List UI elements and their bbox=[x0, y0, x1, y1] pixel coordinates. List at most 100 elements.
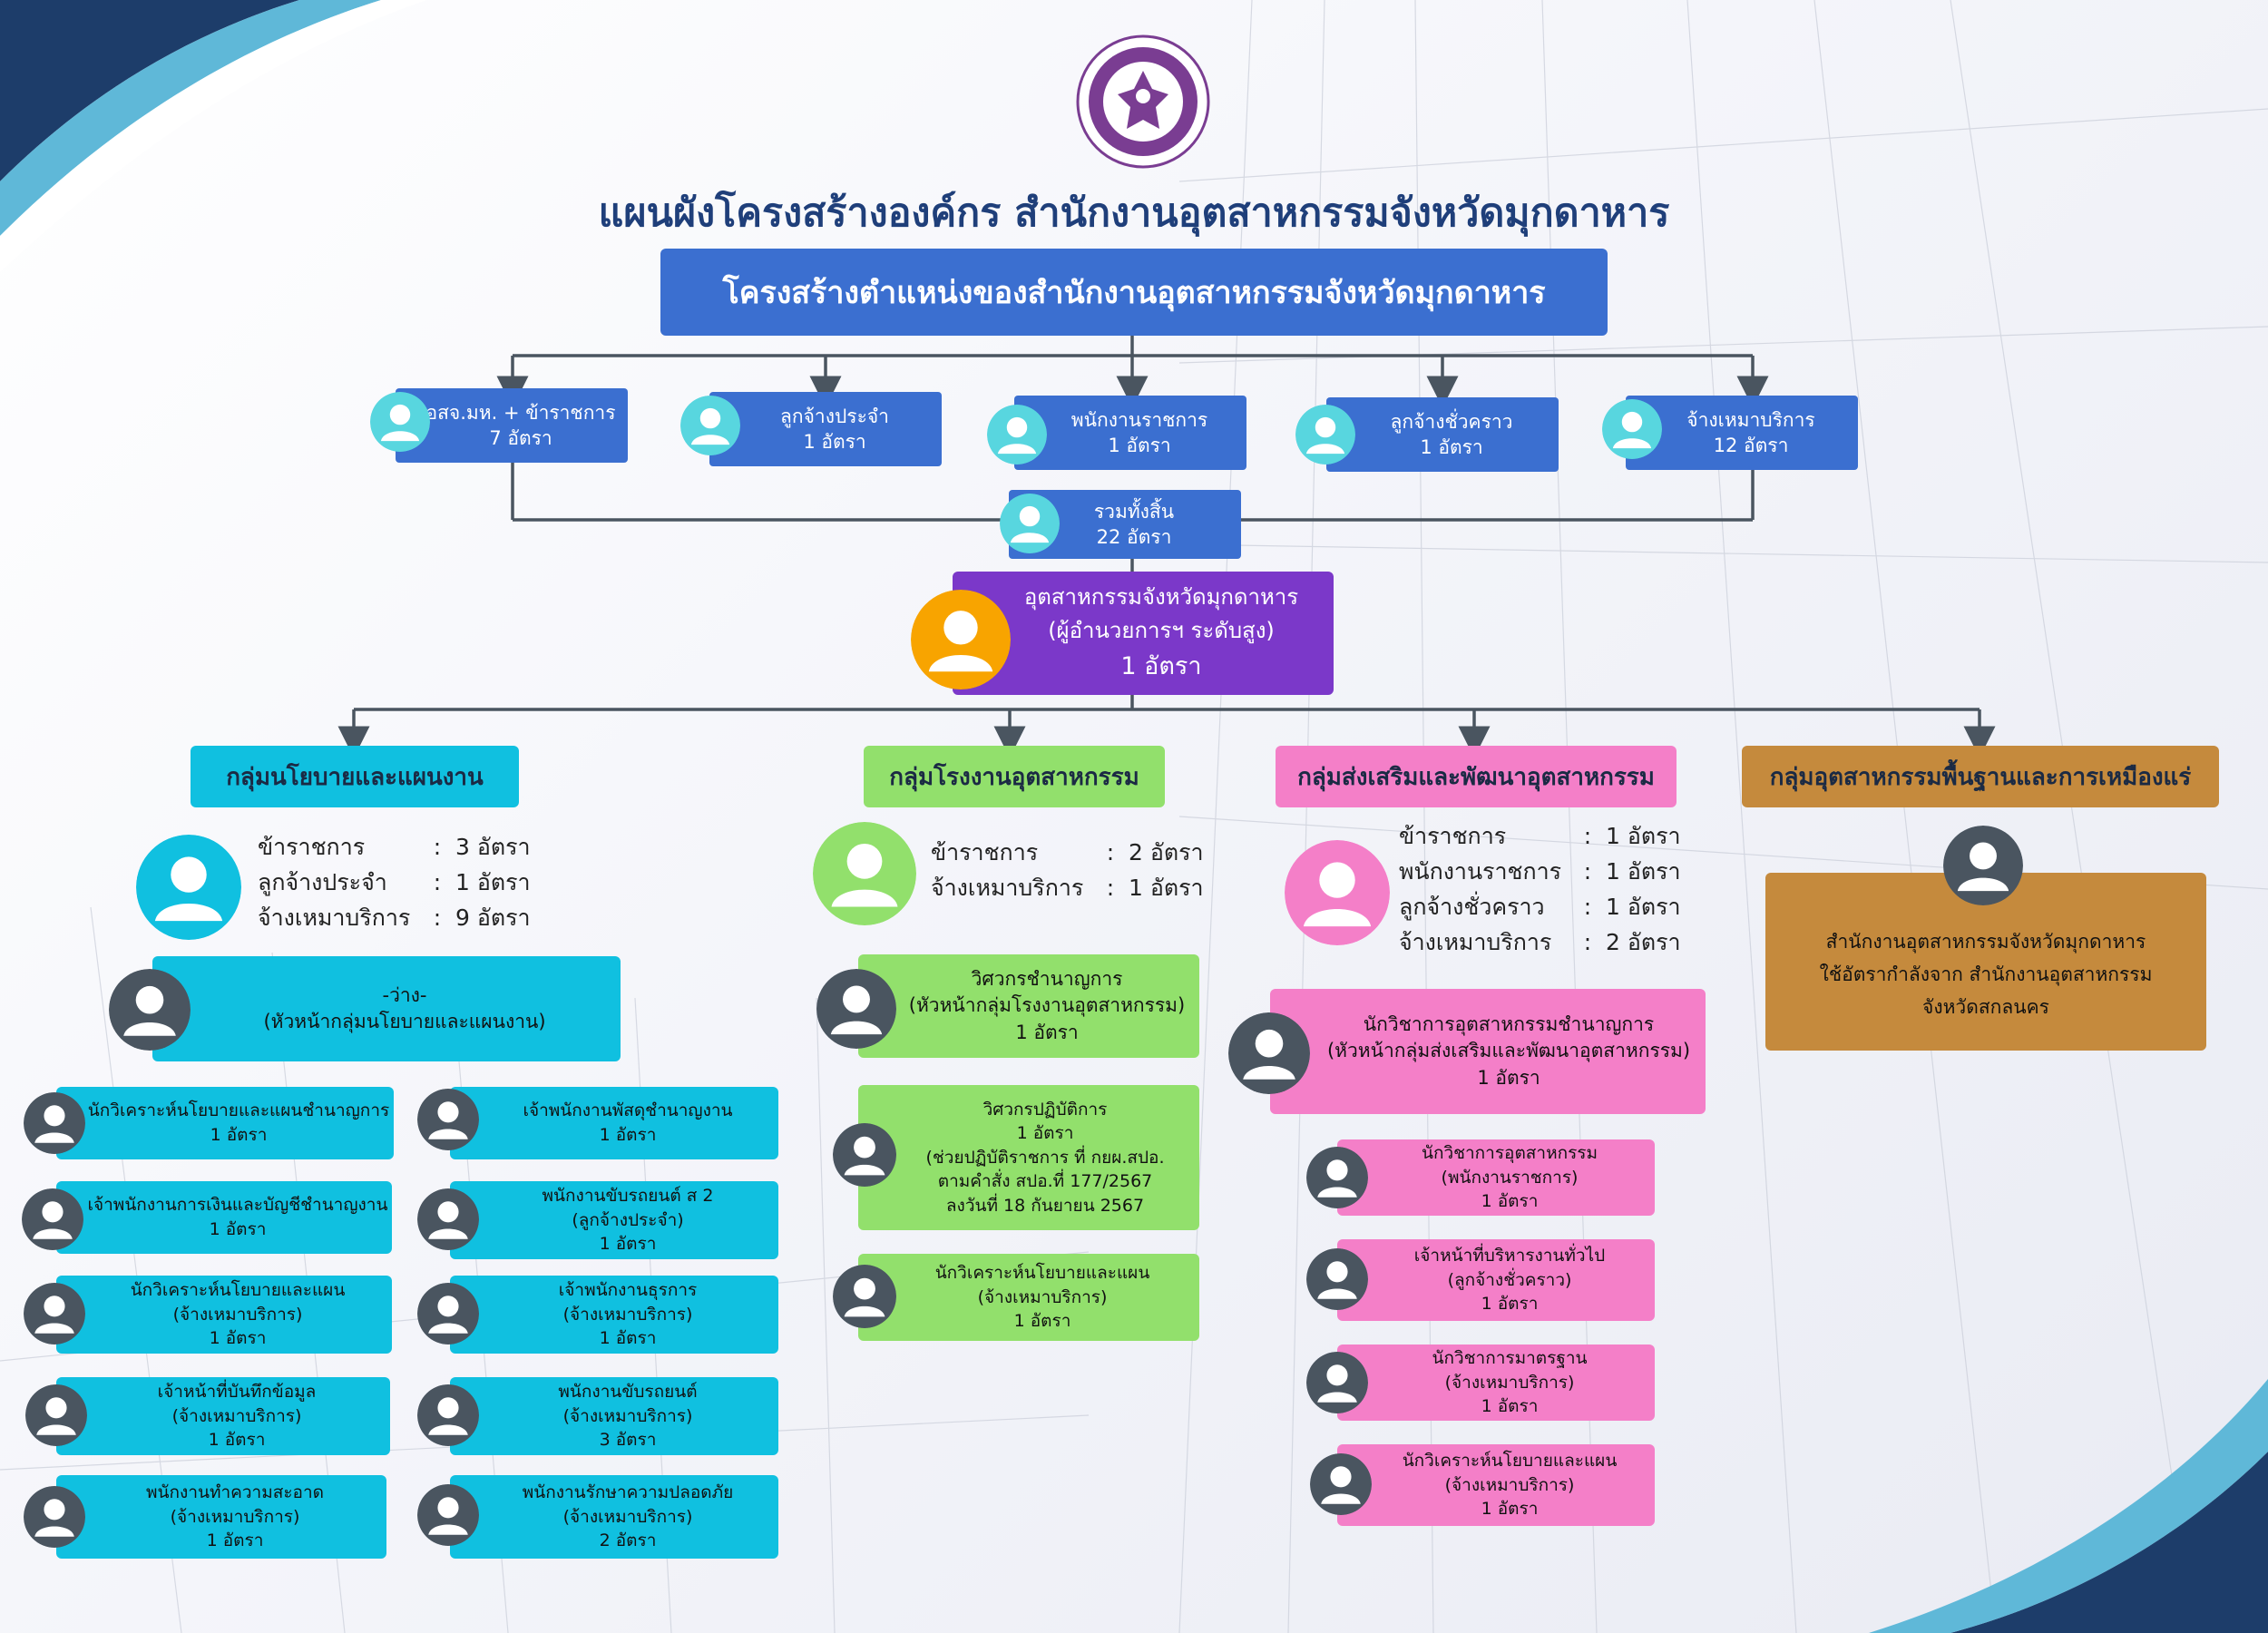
stat-label: ข้าราชการ bbox=[1399, 823, 1507, 849]
card-line: 1 อัตรา bbox=[1013, 1311, 1071, 1332]
promotion-head-card: นักวิชาการอุตสาหกรรมชำนาญการ (หัวหน้ากลุ… bbox=[1270, 989, 1706, 1114]
card-line: 1 อัตรา bbox=[209, 1219, 267, 1239]
structure-banner: โครงสร้างตำแหน่งของสำนักงานอุตสาหกรรมจัง… bbox=[660, 249, 1608, 336]
card-line: (จ้างเหมาบริการ) bbox=[562, 1405, 693, 1426]
factory-analyst-card: นักวิเคราะห์นโยบายและแผน (จ้างเหมาบริการ… bbox=[858, 1254, 1199, 1341]
stat-value: 9 อัตรา bbox=[455, 905, 531, 931]
summary-box-civil-servants: อสจ.มห. + ข้าราชการ 7 อัตรา bbox=[396, 388, 628, 463]
stat-value: 1 อัตรา bbox=[1606, 858, 1681, 885]
card-line: 1 อัตรา bbox=[599, 1125, 657, 1145]
person-icon bbox=[370, 392, 430, 452]
person-icon bbox=[417, 1384, 479, 1446]
card-line: 1 อัตรา bbox=[1015, 1021, 1079, 1043]
person-icon bbox=[1285, 840, 1390, 945]
person-icon bbox=[417, 1188, 479, 1250]
card-line: พนักงานรักษาความปลอดภัย bbox=[522, 1482, 734, 1503]
card-line: 1 อัตรา bbox=[599, 1328, 657, 1349]
person-icon bbox=[680, 396, 740, 455]
card-line: (จ้างเหมาบริการ) bbox=[977, 1286, 1108, 1307]
person-icon bbox=[833, 1265, 896, 1328]
card-line: (จ้างเหมาบริการ) bbox=[562, 1506, 693, 1527]
stat-colon: : bbox=[1583, 894, 1592, 920]
stat-colon: : bbox=[433, 905, 442, 931]
card-line: (จ้างเหมาบริการ) bbox=[172, 1304, 303, 1325]
card-line: นักวิเคราะห์นโยบายและแผน bbox=[1402, 1451, 1618, 1472]
card-line: (จ้างเหมาบริการ) bbox=[171, 1405, 302, 1426]
card-line: ลงวันที่ 18 กันยายน 2567 bbox=[945, 1195, 1145, 1216]
policy-stats: ข้าราชการ:3 อัตรา ลูกจ้างประจำ:1 อัตรา จ… bbox=[258, 829, 531, 935]
position-card: เจ้าพนักงานพัสดุชำนาญงาน 1 อัตรา bbox=[450, 1087, 778, 1159]
card-line: (ช่วยปฏิบัติราชการ ที่ กยผ.สปอ. bbox=[925, 1147, 1165, 1168]
summary-label: อสจ.มห. + ข้าราชการ bbox=[425, 401, 616, 424]
person-icon bbox=[816, 969, 896, 1049]
summary-count: 1 อัตรา bbox=[1420, 436, 1483, 458]
card-line: นักวิเคราะห์นโยบายและแผน bbox=[934, 1263, 1150, 1284]
summary-box-contractors: จ้างเหมาบริการ 12 อัตรา bbox=[1626, 396, 1858, 470]
card-line: 1 อัตรา bbox=[1481, 1499, 1539, 1520]
card-line: พนักงานขับรถยนต์ ส 2 bbox=[542, 1186, 714, 1207]
person-icon bbox=[417, 1484, 479, 1546]
card-line: (หัวหน้ากลุ่มส่งเสริมและพัฒนาอุตสาหกรรม) bbox=[1326, 1040, 1691, 1062]
position-card: นักวิชาการมาตรฐาน (จ้างเหมาบริการ) 1 อัต… bbox=[1337, 1345, 1655, 1421]
person-icon bbox=[833, 1123, 896, 1187]
person-icon bbox=[987, 405, 1047, 464]
stat-label: จ้างเหมาบริการ bbox=[1399, 929, 1552, 955]
card-line: นักวิชาการมาตรฐาน bbox=[1432, 1348, 1588, 1369]
position-card: พนักงานรักษาความปลอดภัย (จ้างเหมาบริการ)… bbox=[450, 1475, 778, 1559]
stat-colon: : bbox=[1583, 858, 1592, 885]
person-icon bbox=[813, 822, 916, 925]
promotion-stats: ข้าราชการ:1 อัตรา พนักงานราชการ:1 อัตรา … bbox=[1399, 818, 1681, 960]
card-line: เจ้าหน้าที่บันทึกข้อมูล bbox=[157, 1382, 317, 1403]
person-icon bbox=[1306, 1147, 1368, 1208]
position-card: นักวิเคราะห์นโยบายและแผน (จ้างเหมาบริการ… bbox=[56, 1276, 392, 1354]
card-line: (จ้างเหมาบริการ) bbox=[1444, 1474, 1575, 1495]
card-line: 1 อัตรา bbox=[599, 1234, 657, 1255]
stat-value: 1 อัตรา bbox=[1129, 875, 1204, 901]
position-card: พนักงานขับรถยนต์ ส 2 (ลูกจ้างประจำ) 1 อั… bbox=[450, 1181, 778, 1259]
stat-label: ข้าราชการ bbox=[258, 834, 366, 860]
director-title: อุตสาหกรรมจังหวัดมุกดาหาร bbox=[1023, 583, 1299, 610]
card-line: พนักงานทำความสะอาด bbox=[146, 1482, 324, 1503]
card-line: ใช้อัตรากำลังจาก สำนักงานอุตสาหกรรม bbox=[1819, 963, 2153, 986]
card-line: (หัวหน้ากลุ่มโรงงานอุตสาหกรรม) bbox=[908, 994, 1186, 1017]
person-icon bbox=[1602, 399, 1662, 459]
card-line: นักวิชาการอุตสาหกรรมชำนาญการ bbox=[1363, 1012, 1655, 1035]
stat-value: 2 อัตรา bbox=[1606, 929, 1681, 955]
person-icon bbox=[911, 590, 1011, 689]
summary-box-government-employees: พนักงานราชการ 1 อัตรา bbox=[1014, 396, 1246, 470]
person-icon bbox=[417, 1089, 479, 1150]
person-icon bbox=[1306, 1352, 1368, 1413]
person-icon bbox=[1310, 1453, 1372, 1515]
position-card: เจ้าพนักงานการเงินและบัญชีชำนาญงาน 1 อัต… bbox=[56, 1181, 392, 1254]
card-line: (หัวหน้ากลุ่มนโยบายและแผนงาน) bbox=[263, 1011, 546, 1032]
group-header-promotion: กลุ่มส่งเสริมและพัฒนาอุตสาหกรรม bbox=[1276, 746, 1677, 807]
card-line: เจ้าพนักงานพัสดุชำนาญงาน bbox=[523, 1100, 733, 1121]
stat-label: จ้างเหมาบริการ bbox=[258, 905, 411, 931]
stat-label: ลูกจ้างประจำ bbox=[258, 869, 387, 895]
stat-value: 2 อัตรา bbox=[1129, 839, 1204, 865]
position-card: เจ้าหน้าที่บันทึกข้อมูล (จ้างเหมาบริการ)… bbox=[56, 1377, 390, 1455]
card-line: 2 อัตรา bbox=[599, 1530, 657, 1551]
card-line: (ลูกจ้างชั่วคราว) bbox=[1447, 1269, 1572, 1290]
person-icon bbox=[24, 1283, 85, 1345]
card-line: (พนักงานราชการ) bbox=[1441, 1167, 1579, 1188]
summary-label: พนักงานราชการ bbox=[1070, 408, 1208, 431]
card-line: 1 อัตรา bbox=[210, 1125, 268, 1145]
summary-box-permanent-employees: ลูกจ้างประจำ 1 อัตรา bbox=[709, 392, 942, 466]
stat-value: 1 อัตรา bbox=[455, 869, 531, 895]
card-line: 1 อัตรา bbox=[1477, 1066, 1540, 1089]
stat-label: จ้างเหมาบริการ bbox=[931, 875, 1084, 901]
summary-count: 1 อัตรา bbox=[803, 431, 866, 453]
group-header-factory: กลุ่มโรงงานอุตสาหกรรม bbox=[864, 746, 1165, 807]
stat-colon: : bbox=[433, 834, 442, 860]
card-line: -ว่าง- bbox=[382, 983, 427, 1006]
stat-label: ลูกจ้างชั่วคราว bbox=[1399, 894, 1545, 920]
group-header-basic-industry: กลุ่มอุตสาหกรรมพื้นฐานและการเหมืองแร่ bbox=[1742, 746, 2219, 807]
card-line: 1 อัตรา bbox=[1481, 1191, 1539, 1212]
stat-colon: : bbox=[1583, 823, 1592, 849]
director-box: อุตสาหกรรมจังหวัดมุกดาหาร (ผู้อำนวยการฯ … bbox=[953, 572, 1334, 695]
card-line: นักวิเคราะห์นโยบายและแผนชำนาญการ bbox=[87, 1100, 390, 1121]
stat-value: 1 อัตรา bbox=[1606, 823, 1681, 849]
summary-count: 12 อัตรา bbox=[1713, 435, 1789, 456]
card-line: เจ้าหน้าที่บริหารงานทั่วไป bbox=[1413, 1246, 1606, 1266]
